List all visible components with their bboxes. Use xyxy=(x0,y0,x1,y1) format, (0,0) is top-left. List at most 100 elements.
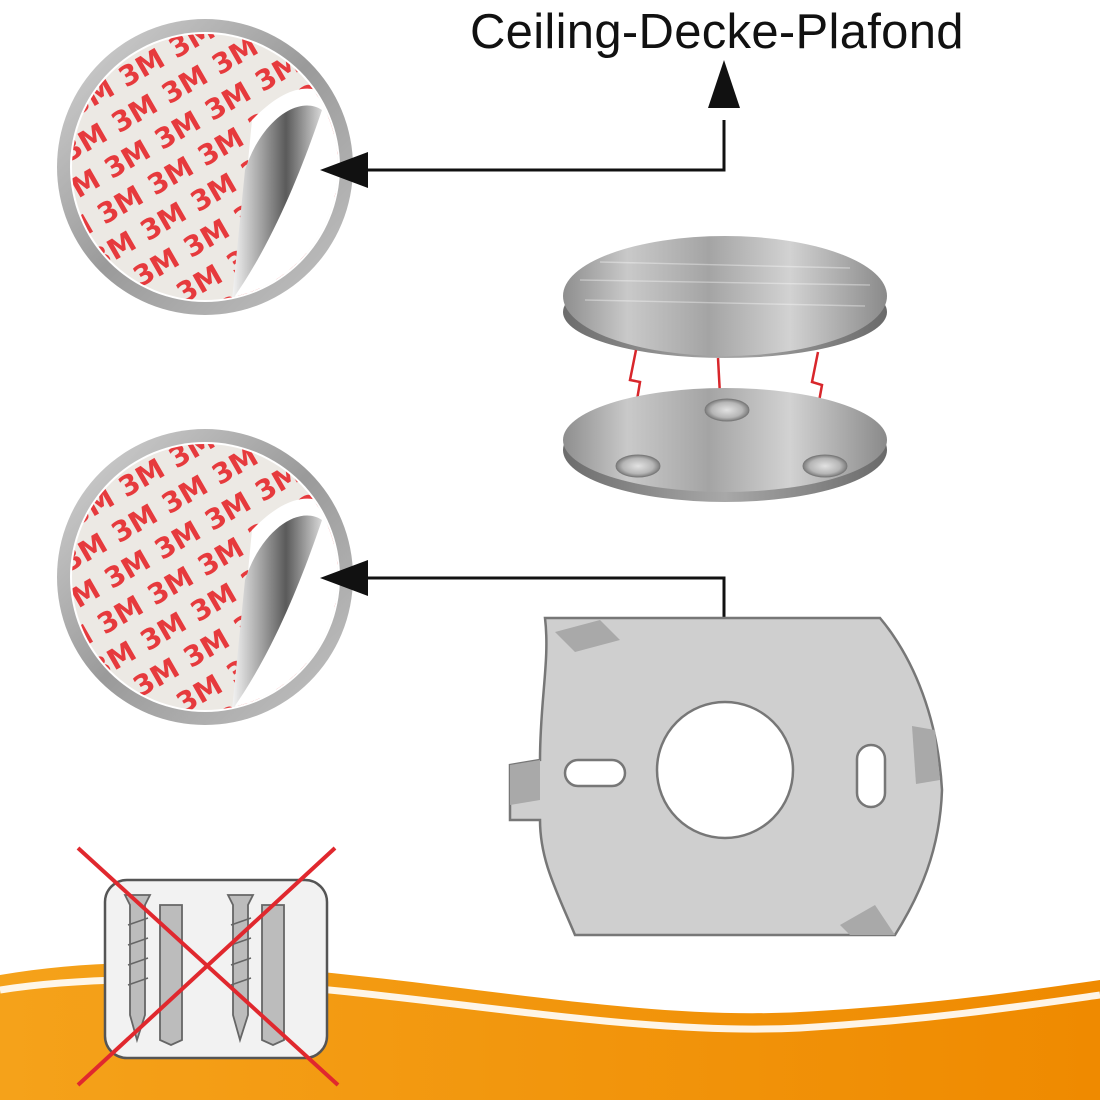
adhesive-logo-mark: 3M xyxy=(393,415,451,467)
adhesive-logo-mark: 3M xyxy=(0,647,49,699)
adhesive-logo-mark: 3M xyxy=(350,0,408,40)
adhesive-logo-mark: 3M xyxy=(408,204,466,256)
adhesive-logo-mark: 3M xyxy=(364,188,422,240)
adhesive-logo-mark: 3M xyxy=(386,50,444,102)
adhesive-logo-mark: 3M xyxy=(27,709,85,761)
adhesive-logo-mark: 3M xyxy=(264,365,322,417)
adhesive-logo-mark: 3M xyxy=(408,614,466,666)
adhesive-logo-mark: 3M xyxy=(422,113,480,165)
adhesive-logo-mark: 3M xyxy=(106,378,164,430)
adhesive-logo-mark: 3M xyxy=(400,0,458,11)
adhesive-logo-mark: 3M xyxy=(113,743,171,795)
adhesive-logo-mark: 3M xyxy=(207,730,265,782)
adhesive-logo-mark: 3M xyxy=(357,643,415,695)
adhesive-logo-mark: 3M xyxy=(386,460,444,512)
adhesive-logo-mark: 3M xyxy=(465,130,523,182)
magnet-socket xyxy=(615,398,848,478)
adhesive-logo-mark: 3M xyxy=(170,0,228,19)
adhesive-logo-mark: 3M xyxy=(156,349,214,401)
adhesive-logo-mark: 3M xyxy=(20,464,78,516)
adhesive-logo-mark: 3M xyxy=(27,299,85,351)
adhesive-pad-bottom: 3M3M3M3M3M3M3M3M3M3M3M3M3M3M3M3M3M3M3M3M… xyxy=(0,244,566,840)
adhesive-logo-mark: 3M xyxy=(63,772,121,824)
adhesive-logo-mark: 3M xyxy=(508,146,566,198)
adhesive-logo-mark: 3M xyxy=(357,233,415,285)
adhesive-logo-mark: 3M xyxy=(393,5,451,57)
adhesive-logo-mark: 3M xyxy=(0,584,13,636)
adhesive-logo-mark: 3M xyxy=(220,348,278,400)
adhesive-logo-mark: 3M xyxy=(508,556,566,608)
adhesive-logo-mark: 3M xyxy=(472,84,530,136)
adhesive-logo-mark: 3M xyxy=(207,320,265,372)
adhesive-logo-mark: 3M xyxy=(0,129,20,181)
adhesive-logo-mark: 3M xyxy=(0,539,20,591)
adhesive-logo-mark: 3M xyxy=(0,447,34,499)
adhesive-logo-mark: 3M xyxy=(20,54,78,106)
steel-disc-top xyxy=(563,236,887,358)
adhesive-logo-mark: 3M xyxy=(27,418,85,470)
adhesive-logo-mark: 3M xyxy=(113,333,171,385)
adhesive-logo-mark: 3M xyxy=(0,493,27,545)
adhesive-logo-mark: 3M xyxy=(177,331,235,383)
adhesive-logo-mark: 3M xyxy=(364,598,422,650)
magnetic-base-disc xyxy=(563,388,887,502)
adhesive-logo-mark: 3M xyxy=(0,237,49,289)
adhesive-logo-mark: 3M xyxy=(77,0,135,32)
adhesive-logo-mark: 3M xyxy=(458,585,516,637)
adhesive-logo-mark: 3M xyxy=(0,191,56,243)
adhesive-logo-mark: 3M xyxy=(458,175,516,227)
adhesive-logo-mark: 3M xyxy=(422,523,480,575)
adhesive-logo-mark: 3M xyxy=(379,96,437,148)
adhesive-logo-mark: 3M xyxy=(0,37,34,89)
adhesive-logo-mark: 3M xyxy=(379,506,437,558)
adhesive-logo-mark: 3M xyxy=(156,759,214,811)
adhesive-logo-mark: 3M xyxy=(307,381,365,433)
adhesive-logo-mark: 3M xyxy=(415,569,473,621)
adhesive-logo-mark: 3M xyxy=(0,83,27,135)
adhesive-logo-mark: 3M xyxy=(321,290,379,342)
slot-left xyxy=(563,758,627,788)
adhesive-logo-mark: 3M xyxy=(357,352,415,404)
adhesive-logo-mark: 3M xyxy=(5,555,63,607)
adhesive-logo-mark: 3M xyxy=(77,389,135,441)
adhesive-logo-mark: 3M xyxy=(106,788,164,840)
adhesive-logo-mark: 3M xyxy=(264,0,322,7)
adhesive-logo-mark: 3M xyxy=(34,663,92,715)
adhesive-logo-mark: 3M xyxy=(307,262,365,314)
adhesive-logo-mark: 3M xyxy=(465,540,523,592)
adhesive-logo-mark: 3M xyxy=(0,174,13,226)
adhesive-logo-mark: 3M xyxy=(343,34,401,86)
adhesive-logo-mark: 3M xyxy=(170,377,228,429)
adhesive-logo-mark: 3M xyxy=(127,360,185,412)
adhesive-logo-mark: 3M xyxy=(343,444,401,496)
adhesive-logo-mark: 3M xyxy=(350,398,408,450)
adhesive-logo-mark: 3M xyxy=(429,477,487,529)
adhesive-logo-mark: 3M xyxy=(429,67,487,119)
adhesive-logo-mark: 3M xyxy=(127,0,185,3)
adhesive-logo-mark: 3M xyxy=(5,145,63,197)
adhesive-logo-mark: 3M xyxy=(314,336,372,388)
arrow-to-ceiling xyxy=(320,60,740,188)
adhesive-logo-mark: 3M xyxy=(70,316,128,368)
adhesive-logo-mark: 3M xyxy=(364,307,422,359)
adhesive-logo-mark: 3M xyxy=(400,369,458,421)
cross-mark xyxy=(76,846,340,1087)
no-screws-icon xyxy=(76,846,340,1087)
mounting-plate xyxy=(508,616,944,937)
adhesive-pad-top: 3M3M3M3M3M3M3M3M3M3M3M3M3M3M3M3M3M3M3M3M… xyxy=(0,0,566,430)
adhesive-logo-mark: 3M xyxy=(436,431,494,483)
adhesive-logo-mark: 3M xyxy=(307,672,365,724)
adhesive-logo-mark: 3M xyxy=(328,244,386,296)
adhesive-logo-mark: 3M xyxy=(472,494,530,546)
adhesive-logo-mark: 3M xyxy=(63,362,121,414)
adhesive-logo-mark: 3M xyxy=(34,253,92,305)
adhesive-logo-mark: 3M xyxy=(27,8,85,60)
adhesive-logo-mark: 3M xyxy=(415,159,473,211)
peeled-liner-curl xyxy=(232,105,322,300)
adhesive-logo-mark: 3M xyxy=(0,601,56,653)
adhesive-logo-mark: 3M xyxy=(271,319,329,371)
adhesive-logo-mark: 3M xyxy=(372,142,430,194)
slot-right xyxy=(855,743,887,809)
ceiling-label: Ceiling-Decke-Plafond xyxy=(470,5,964,59)
